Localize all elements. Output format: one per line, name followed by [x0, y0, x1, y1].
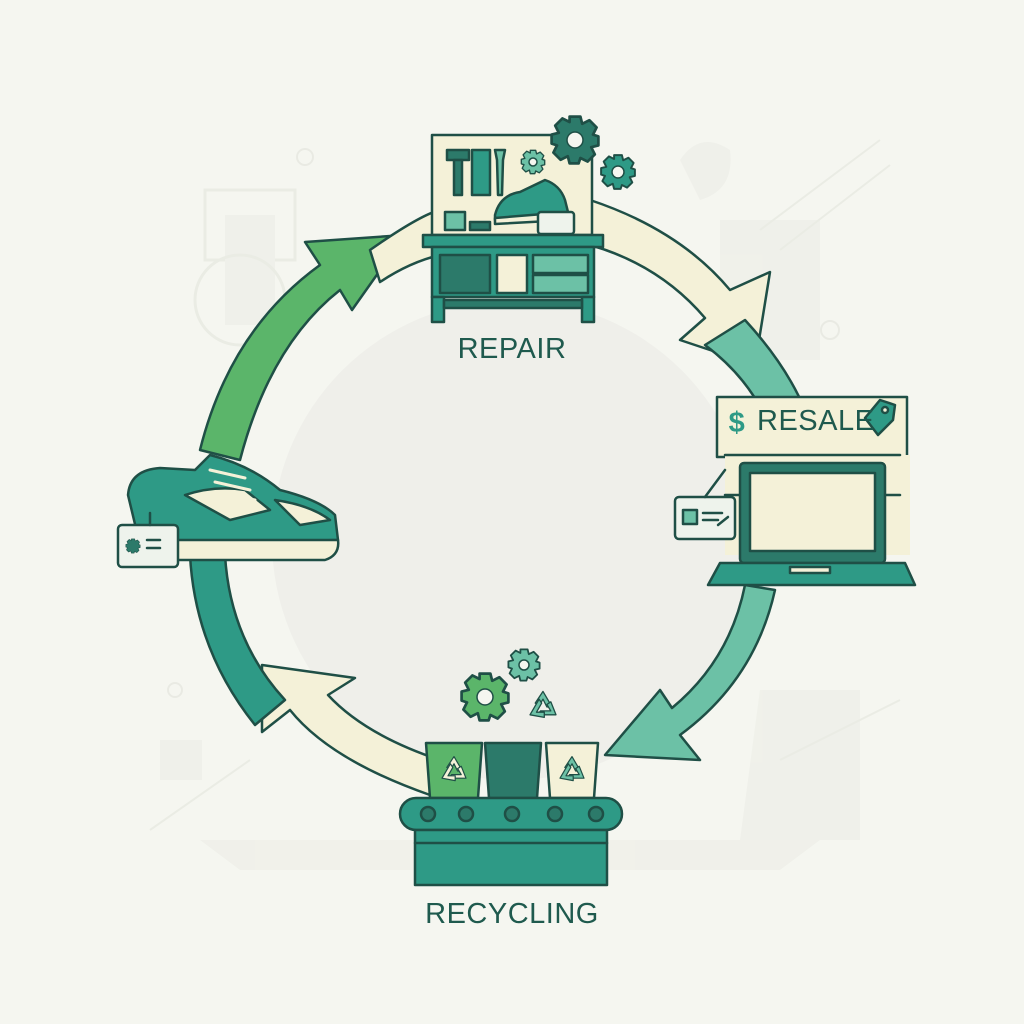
resale-title: $ RESALE: [729, 405, 874, 439]
bin-teal: [483, 741, 543, 800]
band-left-lower: [188, 553, 287, 727]
resale-station: [673, 395, 917, 587]
bin-green: [424, 741, 484, 800]
tag-icon: [536, 210, 576, 236]
arrow-repair-to-resale: [588, 198, 772, 367]
arrow-resale-to-recycling: [603, 583, 777, 762]
chip-icon: [681, 508, 699, 526]
gear-icon: [460, 672, 510, 722]
bin-cream: [544, 741, 600, 800]
recycling-station: [398, 648, 624, 887]
product-sneaker: [116, 453, 340, 569]
gear-icon: [520, 149, 546, 175]
wrench-icon: [493, 148, 507, 197]
arrow-recycling-to-product: [260, 663, 442, 797]
gear-icon: [550, 115, 600, 165]
repair-label: REPAIR: [458, 333, 567, 365]
product-tag-icon: [116, 523, 180, 569]
repair-workbench: [421, 115, 636, 324]
laptop-icon: [706, 461, 917, 587]
resale-label: RESALE: [757, 405, 874, 437]
recycling-label: RECYCLING: [425, 898, 599, 930]
tool-board-icon: [470, 148, 492, 197]
hammer-icon: [445, 148, 471, 197]
gear-icon: [507, 648, 541, 682]
price-tag-icon: [863, 398, 897, 437]
currency-symbol: $: [729, 407, 746, 439]
gear-icon: [600, 154, 636, 190]
cycle-center: [272, 300, 752, 780]
gear-icon: [125, 538, 141, 554]
